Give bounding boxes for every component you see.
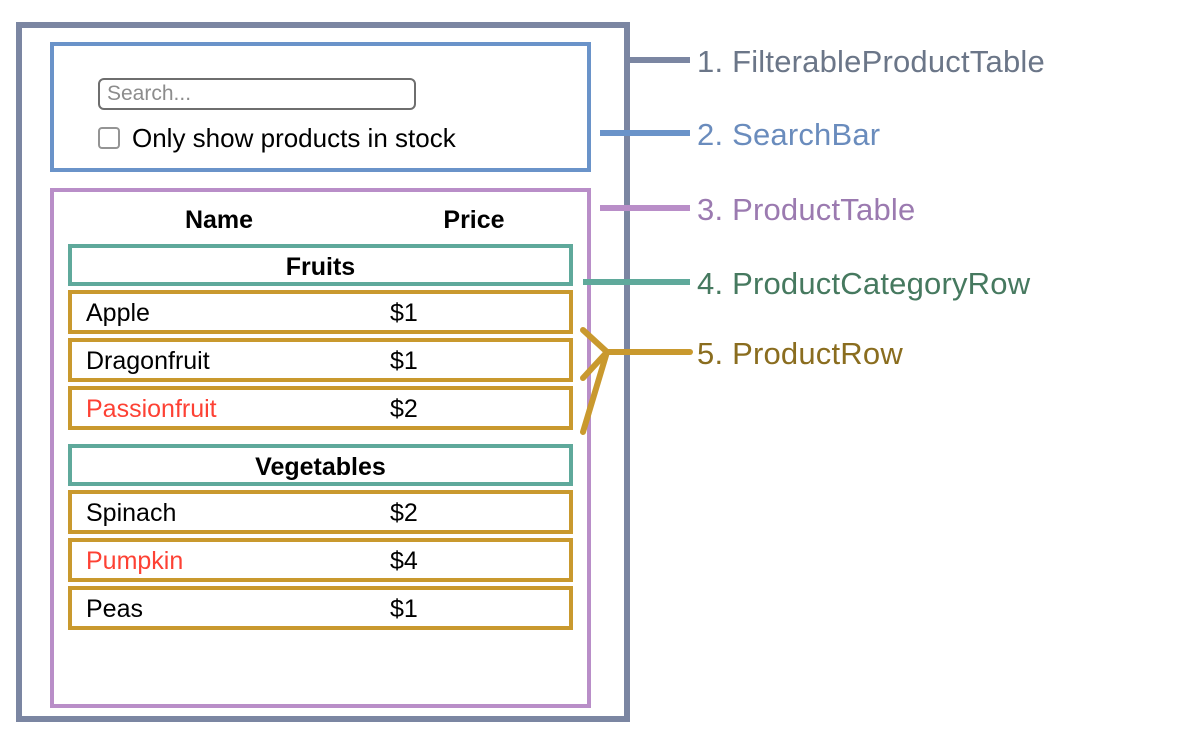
- row-spacer: [54, 434, 587, 444]
- product-price: $1: [390, 347, 418, 375]
- product-price: $1: [390, 595, 418, 623]
- annotation-label-filterable-product-table: 1. FilterableProductTable: [697, 44, 1045, 79]
- annotation-label-product-table: 3. ProductTable: [697, 192, 916, 227]
- product-category-label: Vegetables: [255, 453, 386, 481]
- annotation-label-product-row: 5. ProductRow: [697, 336, 903, 371]
- product-name: Passionfruit: [86, 395, 217, 423]
- only-in-stock-checkbox[interactable]: [98, 127, 120, 149]
- search-input[interactable]: Search...: [98, 78, 416, 110]
- product-row: Pumpkin $4: [68, 538, 573, 582]
- product-name: Spinach: [86, 499, 177, 527]
- in-stock-filter-row[interactable]: Only show products in stock: [98, 125, 456, 151]
- filterable-product-table-frame: Search... Only show products in stock Na…: [16, 22, 630, 722]
- annotation-label-search-bar: 2. SearchBar: [697, 117, 881, 152]
- product-row: Peas $1: [68, 586, 573, 630]
- product-name: Peas: [86, 595, 143, 623]
- column-header-price: Price: [443, 206, 505, 234]
- product-category-row: Fruits: [68, 244, 573, 286]
- product-name: Dragonfruit: [86, 347, 210, 375]
- column-header-name: Name: [184, 206, 254, 234]
- product-category-label: Fruits: [285, 253, 356, 281]
- product-price: $2: [390, 395, 418, 423]
- product-name: Pumpkin: [86, 547, 184, 575]
- product-price: $2: [390, 499, 418, 527]
- product-row: Dragonfruit $1: [68, 338, 573, 382]
- product-category-row: Vegetables: [68, 444, 573, 486]
- product-name: Apple: [86, 299, 150, 327]
- product-row: Spinach $2: [68, 490, 573, 534]
- product-price: $4: [390, 547, 418, 575]
- product-row: Apple $1: [68, 290, 573, 334]
- only-in-stock-label: Only show products in stock: [132, 123, 456, 153]
- product-table-header: Name Price: [54, 200, 587, 244]
- search-bar: Search... Only show products in stock: [50, 42, 591, 172]
- product-row: Passionfruit $2: [68, 386, 573, 430]
- product-price: $1: [390, 299, 418, 327]
- annotation-label-product-category-row: 4. ProductCategoryRow: [697, 266, 1031, 301]
